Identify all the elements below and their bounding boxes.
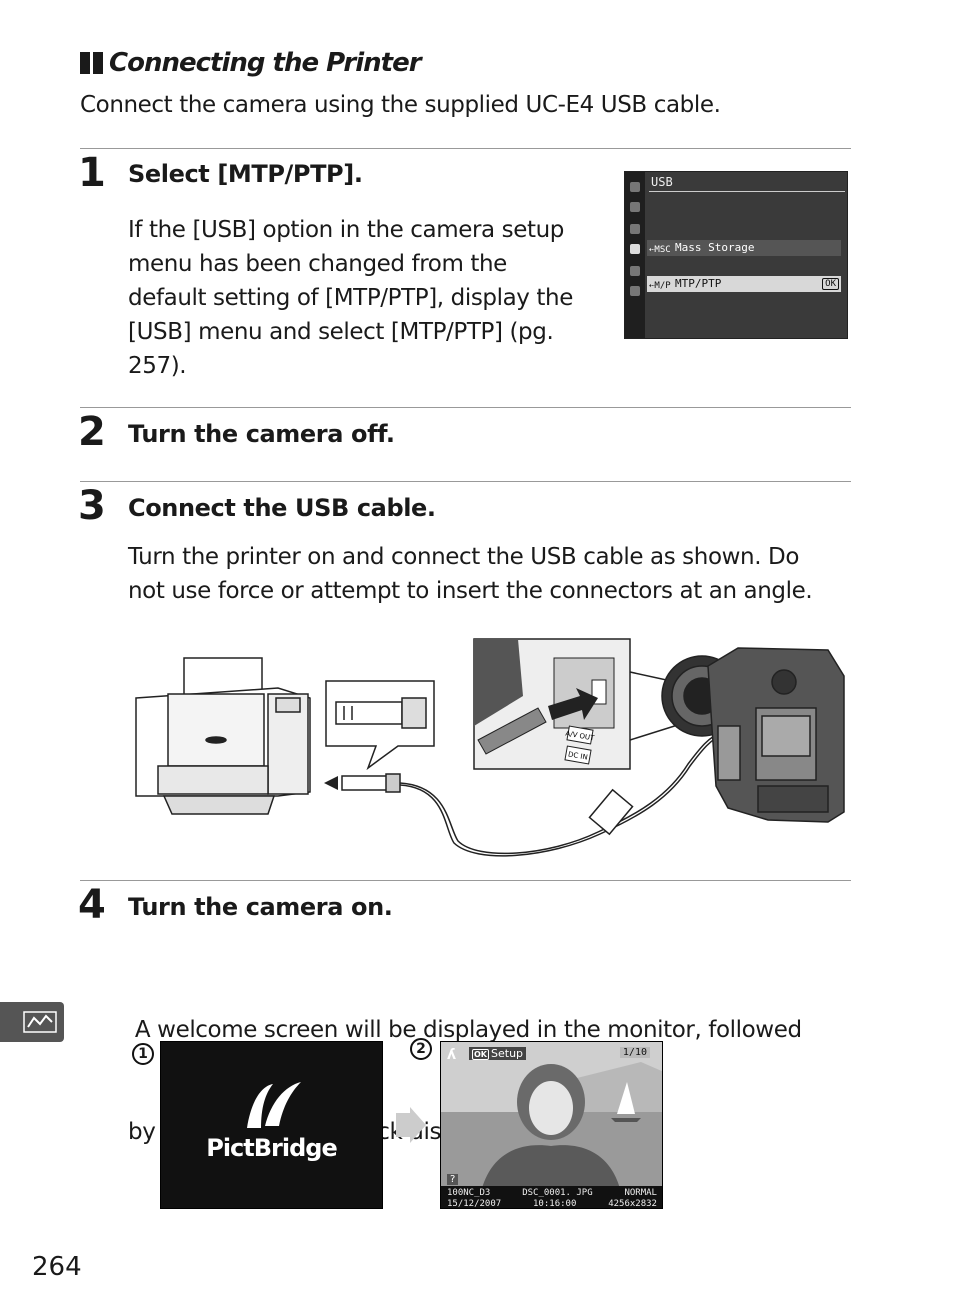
divider <box>80 880 851 881</box>
portrait-photo <box>441 1042 662 1192</box>
image-counter: 1/10 <box>619 1047 650 1058</box>
ok-badge: OK <box>822 278 839 290</box>
custom-settings-icon <box>630 224 640 234</box>
step-4-line: A welcome screen will be displayed in th… <box>128 1017 802 1043</box>
pictbridge-logo-icon <box>247 1082 301 1128</box>
image-size: 4256x2832 <box>608 1199 657 1209</box>
usb-cable <box>341 735 717 857</box>
setup-label: Setup <box>491 1047 524 1060</box>
step-3-number: 3 <box>78 483 106 529</box>
divider <box>80 148 851 149</box>
usb-menu-screen: USB ⇠MSC Mass Storage ⇠M/P MTP/PTP OK <box>624 171 848 339</box>
step-1-line: [USB] menu and select [MTP/PTP] (pg. <box>128 319 554 345</box>
time: 10:16:00 <box>533 1199 577 1209</box>
intro-text: Connect the camera using the supplied UC… <box>80 92 721 118</box>
step-3-line: Turn the printer on and connect the USB … <box>128 544 800 570</box>
menu-sidebar <box>625 172 645 338</box>
step-4-title: Turn the camera on. <box>128 893 393 921</box>
step-3-line: not use force or attempt to insert the c… <box>128 578 813 604</box>
usb-mp-icon: ⇠M/P <box>649 281 671 291</box>
usb-connection-illustration: A/V OUT DC IN <box>135 638 845 857</box>
step-1-title: Select [MTP/PTP]. <box>128 160 363 188</box>
pictbridge-icon: ʎ <box>447 1047 457 1063</box>
divider <box>80 481 851 482</box>
help-icon: ? <box>447 1174 459 1185</box>
title-underline <box>649 191 845 192</box>
step-1-line: default setting of [MTP/PTP], display th… <box>128 285 573 311</box>
wrench-icon <box>630 244 640 254</box>
step-3-title: Connect the USB cable. <box>128 494 436 522</box>
step-1-line: menu has been changed from the <box>128 251 507 277</box>
usb-menu-title: USB <box>651 175 673 189</box>
camera-port-closeup: A/V OUT DC IN <box>473 638 701 770</box>
printer-illustration <box>135 657 311 815</box>
page-number: 264 <box>32 1252 82 1282</box>
usb-b-plug-callout <box>325 680 435 771</box>
option-label: Mass Storage <box>675 241 755 254</box>
chapter-tab <box>0 1002 64 1042</box>
playback-icon <box>630 182 640 192</box>
marker-2: 2 <box>410 1038 432 1060</box>
section-marker-icon <box>80 52 103 74</box>
mass-storage-option[interactable]: ⇠MSC Mass Storage <box>647 240 841 256</box>
image-quality: NORMAL <box>624 1188 657 1198</box>
arrow-left-icon <box>324 776 338 790</box>
divider <box>80 407 851 408</box>
step-1-body: If the [USB] option in the camera setup … <box>128 213 573 383</box>
mtp-ptp-option[interactable]: ⇠M/P MTP/PTP OK <box>647 276 841 292</box>
connection-icon <box>23 1011 57 1033</box>
camera-illustration <box>661 647 845 823</box>
info-bar <box>441 1186 662 1208</box>
folder-name: 100NC_D3 <box>447 1188 491 1198</box>
pictbridge-welcome-screen: PictBridge <box>160 1041 383 1209</box>
step-2-title: Turn the camera off. <box>128 420 395 448</box>
date: 15/12/2007 <box>447 1199 502 1209</box>
file-info-row: 100NC_D3 DSC_0001. JPG NORMAL <box>447 1188 657 1198</box>
arrow-right-icon <box>396 1107 426 1143</box>
marker-1: 1 <box>132 1043 154 1065</box>
step-1-number: 1 <box>78 150 106 196</box>
shooting-icon <box>630 202 640 212</box>
option-label: MTP/PTP <box>675 277 722 290</box>
file-name: DSC_0001. JPG <box>522 1188 593 1198</box>
date-info-row: 15/12/2007 10:16:00 4256x2832 <box>447 1199 657 1209</box>
step-4-number: 4 <box>78 882 106 928</box>
step-3-body: Turn the printer on and connect the USB … <box>128 540 813 608</box>
dc-in-label: DC IN <box>567 750 588 761</box>
usb-msc-icon: ⇠MSC <box>649 245 671 255</box>
pictbridge-logo-text: PictBridge <box>206 1134 338 1162</box>
retouch-icon <box>630 266 640 276</box>
ok-badge: OK <box>472 1049 489 1060</box>
step-1-line: If the [USB] option in the camera setup <box>128 217 564 243</box>
step-2-number: 2 <box>78 409 106 455</box>
section-title: Connecting the Printer <box>109 48 422 78</box>
my-menu-icon <box>630 286 640 296</box>
step-1-line: 257). <box>128 353 187 379</box>
section-heading: Connecting the Printer <box>80 48 422 78</box>
